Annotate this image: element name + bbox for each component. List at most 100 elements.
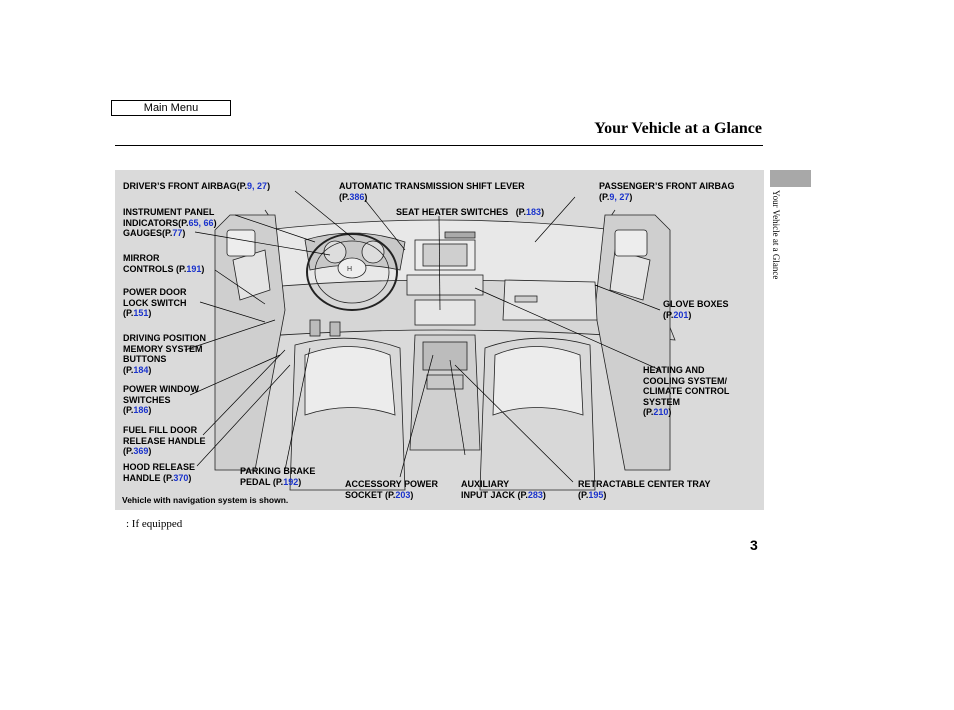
passenger-airbag-page-link-2[interactable]: 27 — [619, 191, 630, 202]
passenger-airbag-sep: , — [614, 191, 620, 202]
fuel-fill-open: (P. — [123, 446, 134, 456]
power-window-page-link[interactable]: 186 — [133, 405, 149, 415]
title-divider — [115, 145, 763, 146]
page-title: Your Vehicle at a Glance — [594, 120, 762, 137]
shift-lever-page-link[interactable]: 386 — [349, 191, 365, 202]
mirror-page-link[interactable]: 191 — [186, 263, 202, 274]
power-door-close: ) — [148, 308, 152, 318]
accessory-line2: SOCKET — [345, 489, 383, 500]
instrument-panel-page-link-1[interactable]: 65 — [188, 217, 199, 228]
seat-heater-close: ) — [541, 207, 545, 217]
instrument-panel-line1: INSTRUMENT PANEL — [123, 207, 215, 217]
fuel-fill-line2: RELEASE HANDLE — [123, 435, 206, 446]
label-passenger-front-airbag: PASSENGER’S FRONT AIRBAG(P.9, 27) — [599, 181, 735, 202]
heating-line1: HEATING AND — [643, 365, 705, 375]
parking-brake-open: (P. — [270, 476, 284, 487]
label-driver-front-airbag: DRIVER’S FRONT AIRBAG(P.9, 27) — [123, 181, 270, 192]
accessory-line1: ACCESSORY POWER — [345, 479, 439, 489]
memory-open: (P. — [123, 364, 134, 375]
fuel-fill-close: ) — [148, 446, 152, 456]
accessory-open: (P. — [382, 489, 396, 500]
hood-release-line2: HANDLE — [123, 472, 161, 483]
shift-lever-line1: AUTOMATIC TRANSMISSION SHIFT LEVER — [339, 181, 525, 191]
memory-line1: DRIVING POSITION — [123, 333, 207, 343]
memory-page-link[interactable]: 184 — [133, 364, 149, 375]
driver-airbag-close: ) — [267, 181, 271, 191]
seat-heater-open: (P. — [515, 207, 527, 217]
driver-airbag-sep: , — [252, 181, 258, 191]
glove-boxes-close: ) — [688, 309, 692, 320]
heating-line3: CLIMATE CONTROL — [643, 386, 730, 396]
instrument-panel-sep: , — [198, 217, 204, 228]
center-tray-page-link[interactable]: 195 — [588, 489, 604, 500]
gauges-page-link[interactable]: 77 — [172, 228, 183, 238]
heating-open: (P. — [643, 407, 654, 417]
driver-airbag-page-link-1[interactable]: 9 — [247, 181, 253, 191]
mirror-line2: CONTROLS — [123, 263, 174, 274]
label-shift-lever: AUTOMATIC TRANSMISSION SHIFT LEVER(P.386… — [339, 181, 525, 202]
glove-boxes-page-link[interactable]: 201 — [673, 309, 689, 320]
mirror-open: (P. — [173, 263, 187, 274]
nav-system-note: Vehicle with navigation system is shown. — [122, 495, 289, 505]
seat-heater-text: SEAT HEATER SWITCHES — [396, 207, 509, 217]
accessory-page-link[interactable]: 203 — [395, 489, 411, 500]
section-tab — [770, 170, 811, 187]
heating-page-link[interactable]: 210 — [653, 407, 669, 417]
fuel-fill-page-link[interactable]: 369 — [133, 446, 149, 456]
aux-page-link[interactable]: 283 — [527, 489, 543, 500]
gauges-close: ) — [182, 228, 186, 238]
accessory-close: ) — [410, 489, 414, 500]
parking-brake-page-link[interactable]: 192 — [283, 476, 299, 487]
section-side-label: Your Vehicle at a Glance — [768, 190, 784, 310]
mirror-close: ) — [201, 263, 205, 274]
heating-close: ) — [668, 407, 672, 417]
driver-airbag-text: DRIVER’S FRONT AIRBAG(P. — [123, 181, 248, 191]
power-window-line1: POWER WINDOW — [123, 384, 199, 394]
aux-line2: INPUT JACK — [461, 489, 516, 500]
center-tray-line1: RETRACTABLE CENTER TRAY — [578, 479, 711, 489]
fuel-fill-line1: FUEL FILL DOOR — [123, 425, 198, 435]
heating-line4: SYSTEM — [643, 396, 681, 407]
svg-text:H: H — [347, 266, 352, 273]
gauges-open: (P. — [162, 228, 173, 238]
seat-heater-page-link[interactable]: 183 — [526, 207, 542, 217]
page-number: 3 — [750, 537, 758, 553]
memory-close: ) — [148, 364, 152, 375]
parking-brake-line2: PEDAL — [240, 476, 271, 487]
section-side-label-text: Your Vehicle at a Glance — [771, 190, 781, 280]
driver-airbag-page-link-2[interactable]: 27 — [257, 181, 268, 191]
power-door-page-link[interactable]: 151 — [133, 308, 149, 318]
hood-release-line1: HOOD RELEASE — [123, 462, 196, 472]
power-window-open: (P. — [123, 405, 134, 415]
instrument-panel-close: ) — [213, 217, 217, 228]
center-tray-open: (P. — [578, 489, 589, 500]
label-glove-boxes: GLOVE BOXES(P.201) — [663, 299, 729, 320]
mirror-line1: MIRROR — [123, 253, 160, 263]
hood-release-page-link[interactable]: 370 — [173, 472, 189, 483]
passenger-airbag-close: ) — [629, 191, 633, 202]
footnote-if-equipped: : If equipped — [126, 518, 183, 530]
aux-close: ) — [542, 489, 546, 500]
power-door-line1: POWER DOOR — [123, 287, 187, 297]
label-center-tray: RETRACTABLE CENTER TRAY(P.195) — [578, 479, 711, 500]
shift-lever-open: (P. — [339, 191, 350, 202]
dashboard-illustration: H — [184, 190, 676, 491]
instrument-panel-page-link-2[interactable]: 66 — [203, 217, 214, 228]
power-door-open: (P. — [123, 308, 134, 318]
power-door-line2: LOCK SWITCH — [123, 297, 187, 308]
aux-open: (P. — [515, 489, 528, 500]
heating-line2: COOLING SYSTEM/ — [643, 375, 728, 386]
power-window-line2: SWITCHES — [123, 394, 171, 405]
shift-lever-close: ) — [364, 191, 368, 202]
aux-line1: AUXILIARY — [461, 479, 510, 489]
memory-line3: BUTTONS — [123, 354, 167, 364]
passenger-airbag-page-link-1[interactable]: 9 — [609, 191, 615, 202]
main-menu-button[interactable]: Main Menu — [111, 100, 231, 116]
label-seat-heater: SEAT HEATER SWITCHES (P.183) — [396, 207, 544, 218]
